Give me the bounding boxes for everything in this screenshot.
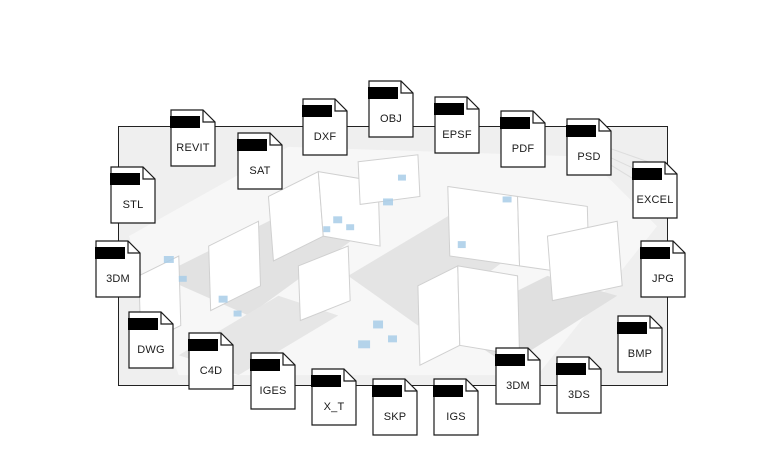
file-icon-x-t: X_T	[311, 368, 357, 426]
redaction-box	[632, 168, 662, 180]
redaction-box	[556, 363, 586, 375]
format-label: IGES	[259, 385, 287, 397]
format-label: STL	[122, 199, 144, 211]
redaction-box	[495, 354, 525, 366]
file-icon-dwg: DWG	[128, 311, 174, 369]
format-label: IGS	[446, 411, 466, 423]
format-label: EPSF	[442, 129, 472, 141]
redaction-box	[368, 87, 398, 99]
file-icon-stl: STL	[110, 166, 156, 224]
format-label: 3DS	[568, 389, 590, 401]
file-icon-bmp: BMP	[617, 315, 663, 373]
redaction-box	[188, 339, 218, 351]
format-label: SKP	[383, 411, 407, 423]
redaction-box	[617, 322, 647, 334]
redaction-box	[566, 125, 596, 137]
format-label: REVIT	[176, 142, 210, 154]
file-icon-dxf: DXF	[302, 98, 348, 156]
file-icon-igs: IGS	[433, 378, 479, 436]
format-label: SAT	[249, 165, 271, 177]
redaction-box	[311, 375, 341, 387]
redaction-box	[500, 117, 530, 129]
format-label: EXCEL	[636, 194, 674, 206]
file-icon-epsf: EPSF	[434, 96, 480, 154]
format-label: BMP	[627, 348, 653, 360]
format-label: DXF	[313, 131, 337, 143]
format-label: 3DM	[106, 273, 130, 285]
file-icon-3dm-bottom: 3DM	[495, 347, 541, 405]
format-label: C4D	[199, 365, 223, 377]
file-icon-iges: IGES	[250, 352, 296, 410]
redaction-box	[302, 105, 332, 117]
format-label: PSD	[577, 151, 601, 163]
format-label: DWG	[137, 344, 165, 356]
format-label: PDF	[511, 143, 535, 155]
file-icon-excel: EXCEL	[632, 161, 678, 219]
format-label: X_T	[323, 401, 345, 413]
file-icon-revit: REVIT	[170, 109, 216, 167]
redaction-box	[128, 318, 158, 330]
redaction-box	[372, 385, 402, 397]
file-icon-pdf: PDF	[500, 110, 546, 168]
format-label: OBJ	[380, 113, 402, 125]
file-icon-skp: SKP	[372, 378, 418, 436]
file-icon-jpg: JPG	[640, 240, 686, 298]
redaction-box	[170, 116, 200, 128]
redaction-box	[640, 247, 670, 259]
file-icon-3ds: 3DS	[556, 356, 602, 414]
redaction-box	[95, 247, 125, 259]
format-label: JPG	[652, 273, 674, 285]
file-icon-c4d: C4D	[188, 332, 234, 390]
file-icon-3dm-left: 3DM	[95, 240, 141, 298]
redaction-box	[434, 103, 464, 115]
redaction-box	[433, 385, 463, 397]
file-icon-psd: PSD	[566, 118, 612, 176]
redaction-box	[250, 359, 280, 371]
redaction-box	[110, 173, 140, 185]
format-label: 3DM	[506, 380, 530, 392]
redaction-box	[237, 139, 267, 151]
file-icon-sat: SAT	[237, 132, 283, 190]
file-icon-obj: OBJ	[368, 80, 414, 138]
